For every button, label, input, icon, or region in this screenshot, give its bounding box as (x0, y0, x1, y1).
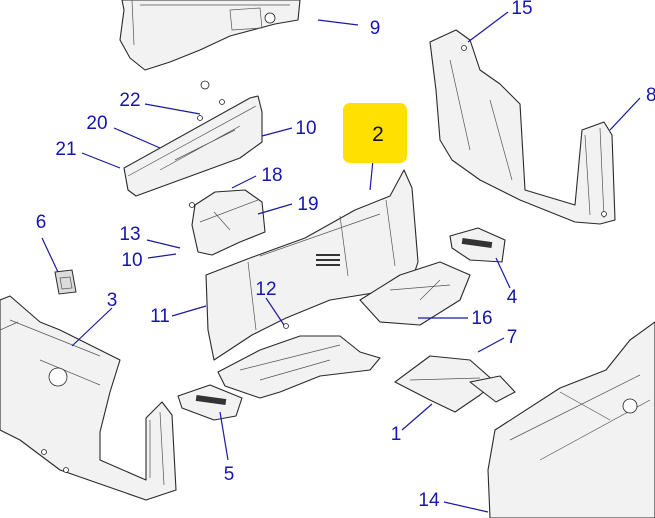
bulkhead-vent (316, 254, 340, 266)
part-16-floor (359, 261, 471, 326)
part-1-plate (394, 355, 516, 413)
part-6-bracket (54, 269, 77, 295)
callout-20: 20 (86, 113, 107, 134)
callout-15: 15 (511, 0, 532, 19)
callout-12: 12 (255, 279, 276, 300)
callout-19: 19 (297, 194, 318, 215)
part-3-left-panel (0, 295, 177, 501)
callout-5: 5 (224, 464, 235, 485)
highlight-box-part-2 (343, 103, 407, 163)
leader-lines (41, 11, 641, 513)
part-20-rail (123, 95, 263, 197)
callout-8: 8 (646, 85, 655, 106)
callout-18: 18 (261, 165, 282, 186)
callout-7: 7 (507, 327, 518, 348)
lower-floor-plate (217, 335, 381, 399)
callout-6: 6 (36, 212, 47, 233)
callout-21: 21 (55, 139, 76, 160)
callout-2: 2 (372, 123, 384, 146)
callout-14: 14 (418, 490, 440, 511)
part-5-step (177, 384, 243, 421)
callout-3: 3 (107, 290, 118, 311)
callout-labels: 2 1 3 4 5 6 7 8 9 10 10 11 12 13 14 15 1… (36, 0, 655, 511)
callout-22: 22 (119, 90, 140, 111)
callout-16: 16 (471, 308, 492, 329)
callout-4: 4 (507, 287, 518, 308)
callout-9: 9 (370, 18, 381, 39)
part-8-rear-frame (429, 29, 616, 225)
callout-10-upper: 10 (295, 118, 316, 139)
part-14-right-panel (487, 321, 655, 518)
callout-1: 1 (391, 424, 402, 445)
callout-11: 11 (150, 306, 170, 327)
part-19-cover (189, 189, 266, 256)
callout-13: 13 (119, 224, 140, 245)
part-4-step (449, 227, 506, 263)
top-rear-panel (119, 0, 301, 90)
callout-10-lower: 10 (121, 250, 142, 271)
